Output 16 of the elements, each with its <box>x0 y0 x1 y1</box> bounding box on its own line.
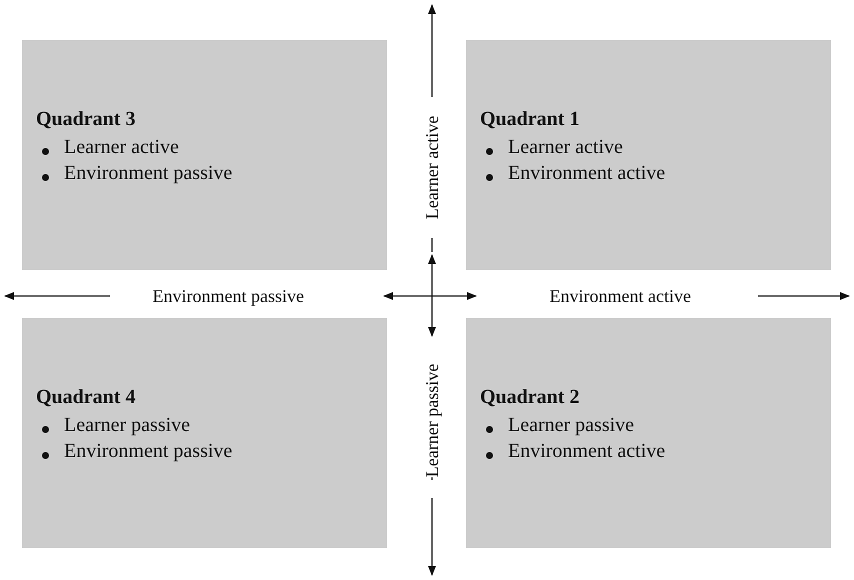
bullet-text: Environment passive <box>64 162 232 185</box>
quadrant-heading: Quadrant 2 <box>480 386 580 409</box>
bullet-text: Learner passive <box>64 414 190 437</box>
quadrant-heading: Quadrant 3 <box>36 108 136 131</box>
quadrant-heading: Quadrant 4 <box>36 386 136 409</box>
quadrant-box <box>22 40 387 270</box>
quadrant-box <box>22 318 387 548</box>
bullet-text: Environment passive <box>64 440 232 463</box>
quadrant-box <box>466 318 831 548</box>
bullet-text: Learner active <box>508 136 623 159</box>
bullet-text: Environment active <box>508 440 666 463</box>
bullet-text: Learner passive <box>508 414 634 437</box>
bullet-text: Environment active <box>508 162 666 185</box>
bullet-text: Learner active <box>64 136 179 159</box>
quadrant-heading: Quadrant 1 <box>480 108 580 131</box>
quadrant-box <box>466 40 831 270</box>
